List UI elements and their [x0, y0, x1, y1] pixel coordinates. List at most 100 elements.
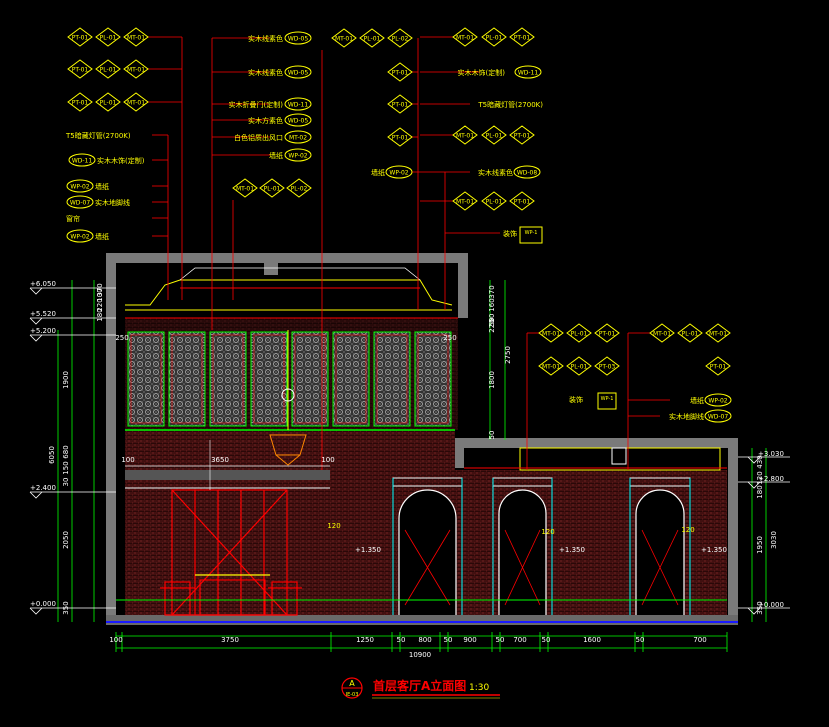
screen-panel-frame — [212, 334, 244, 424]
screen-panel — [414, 331, 452, 427]
dimension-text: 2750 — [504, 346, 512, 364]
material-tag-code: MT-01 — [127, 35, 145, 42]
screen-panel-frame — [171, 334, 203, 424]
level-marker — [29, 491, 43, 499]
material-tag-code: PT-01 — [514, 35, 531, 42]
material-tag-diamond — [705, 323, 731, 343]
material-tag-code: PL-02 — [392, 36, 409, 43]
section-symbol-sheet: IE-03 — [346, 692, 359, 698]
inner-level-text: +1.350 — [355, 546, 381, 554]
material-tag-diamond — [509, 191, 535, 211]
level-marker — [747, 456, 761, 464]
material-tag-code: MT-01 — [335, 36, 353, 43]
material-tag-diamond — [359, 28, 385, 48]
dimension-text: 220 — [96, 298, 104, 311]
material-tag-code: MT-01 — [456, 199, 474, 206]
material-tag-code: PT-01 — [392, 102, 409, 109]
material-tag-code: PT-01 — [710, 364, 727, 371]
dimension-text: 700 — [693, 636, 706, 644]
material-tag-diamond — [452, 27, 478, 47]
arched-doorways — [392, 477, 691, 615]
screen-panel — [209, 331, 247, 427]
dimension-text: 50 — [488, 431, 496, 440]
material-note: 实木线素色 — [478, 168, 513, 177]
dimension-text: 1250 — [356, 636, 374, 644]
material-tag-oval — [704, 393, 732, 407]
material-tag-oval — [284, 65, 312, 79]
drawing-title-block: A IE-03 首层客厅A立面图 1:30 — [341, 677, 500, 699]
material-note: 装饰 — [569, 395, 583, 404]
screen-panel — [291, 331, 329, 427]
material-tag-code: PL-01 — [486, 35, 503, 42]
screen-panel — [168, 331, 206, 427]
material-tag-code: PL-01 — [100, 100, 117, 107]
material-tag-code: PL-01 — [486, 199, 503, 206]
material-tag-oval — [68, 153, 96, 167]
table-and-chairs — [160, 574, 302, 616]
material-tag-code: WD-11 — [288, 102, 309, 109]
material-tag-diamond — [452, 125, 478, 145]
material-tag-diamond — [481, 191, 507, 211]
drawing-scale: 1:30 — [469, 683, 489, 693]
material-tag-diamond — [594, 323, 620, 343]
dimension-text: 100 — [121, 456, 134, 464]
material-tag-code: PL-01 — [100, 35, 117, 42]
dimension-text: 50 — [397, 636, 406, 644]
material-tag-code: PT-03 — [599, 364, 616, 371]
inner-level-text: +1.350 — [559, 546, 585, 554]
arch-opening-mark — [641, 529, 679, 606]
material-note: 实木木饰(定制) — [458, 68, 506, 77]
dimension-text: 30 — [62, 478, 70, 487]
material-tag-diamond — [594, 356, 620, 376]
material-tag-diamond — [538, 323, 564, 343]
material-tag-diamond — [649, 323, 675, 343]
inner-mark-text: 120 — [327, 522, 340, 530]
material-tag-code: MT-02 — [289, 135, 307, 142]
material-tag-code: MT-01 — [653, 331, 671, 338]
material-tag-code: WP-02 — [70, 234, 89, 241]
material-tag-diamond — [95, 92, 121, 112]
level-text: +6.050 — [30, 280, 56, 288]
material-tag-code: PT-01 — [392, 70, 409, 77]
material-tag-code: WD-05 — [288, 118, 309, 125]
material-note: 墙纸 — [690, 396, 704, 405]
material-tag-oval — [284, 113, 312, 127]
material-tag-code: WP-02 — [708, 398, 727, 405]
material-tag-diamond — [566, 356, 592, 376]
material-note: 墙纸 — [95, 232, 109, 241]
material-tag-oval — [514, 65, 542, 79]
material-tag-code: PT-01 — [72, 67, 89, 74]
material-tag-diamond — [67, 92, 93, 112]
dimension-text: 50 — [488, 318, 496, 327]
material-tag-diamond — [387, 127, 413, 147]
dimension-text: 6050 — [48, 446, 56, 464]
dimension-text: 3030 — [770, 531, 778, 549]
dimension-text: 220 — [488, 319, 496, 332]
arch-door — [498, 489, 547, 615]
level-marker — [747, 607, 761, 615]
dimension-text: 50 — [542, 636, 551, 644]
material-note: 实木地脚线 — [95, 198, 130, 207]
material-note: 墙纸 — [269, 151, 283, 160]
material-tag-code: WP-02 — [70, 184, 89, 191]
ceiling-cornice — [125, 267, 458, 319]
material-tag-oval — [513, 165, 541, 179]
material-tag-oval — [385, 165, 413, 179]
material-tag-box — [519, 226, 543, 244]
level-text: +3.030 — [758, 450, 784, 458]
inner-level-text: +1.350 — [701, 546, 727, 554]
arch-opening-mark — [504, 529, 541, 606]
screen-panel-frame — [130, 334, 162, 424]
dimension-text: 1900 — [62, 371, 70, 389]
material-note: 窗帘 — [66, 214, 80, 223]
material-tag-diamond — [232, 178, 258, 198]
dimension-text: 370 — [96, 283, 104, 296]
drawing-title: 首层客厅A立面图 — [373, 678, 466, 693]
material-tag-diamond — [481, 27, 507, 47]
screen-panel-frame — [335, 334, 367, 424]
material-note: 实木线素色 — [248, 34, 283, 43]
material-tag-diamond — [95, 59, 121, 79]
material-tag-code: PT-01 — [72, 100, 89, 107]
